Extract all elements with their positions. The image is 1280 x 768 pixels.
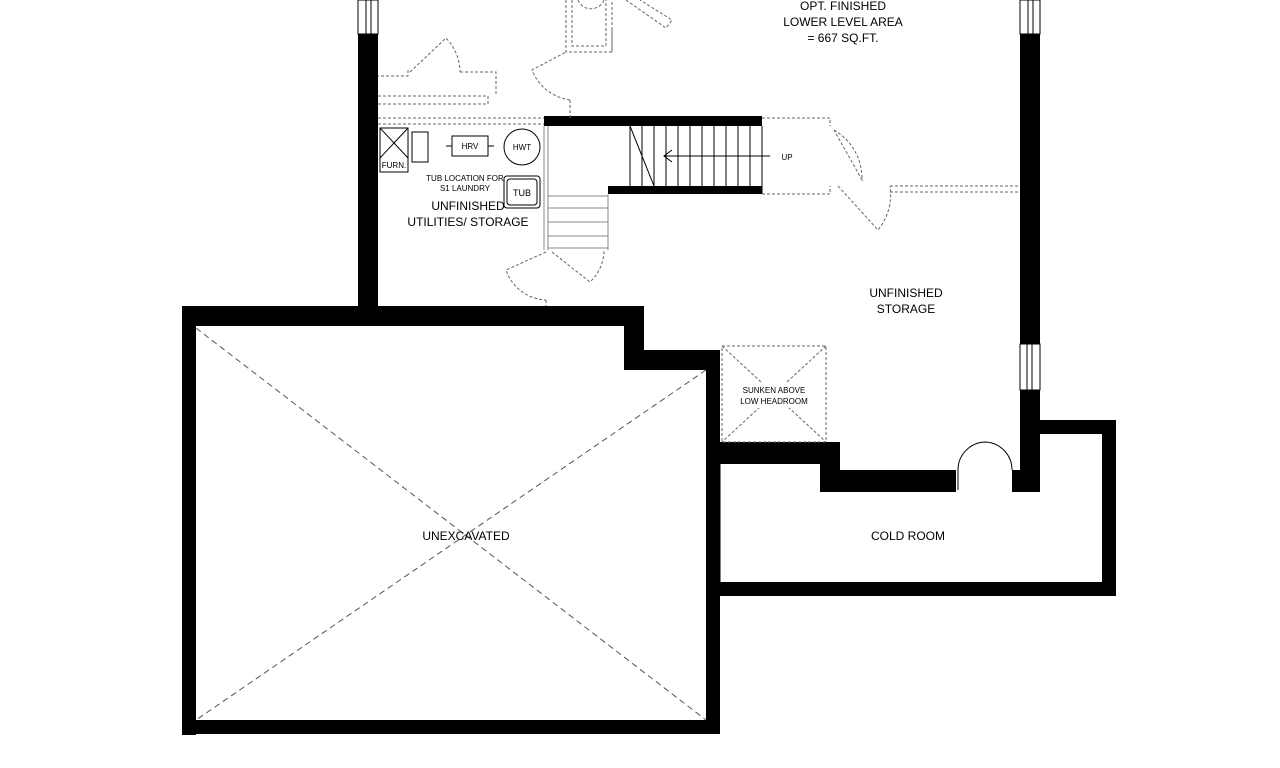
- windows: [357, 0, 1041, 391]
- unexcavated-label: UNEXCAVATED: [422, 529, 510, 543]
- sunken-line-1: SUNKEN ABOVE: [743, 386, 806, 395]
- wall-cold-room-top-right: [1012, 470, 1040, 492]
- storage-line-2: STORAGE: [877, 302, 935, 316]
- storage-line-1: UNFINISHED: [869, 286, 943, 300]
- wall-unexcavated-left: [182, 315, 196, 735]
- window-top-right: [1019, 0, 1041, 35]
- unexcavated-diagonals: [195, 327, 707, 721]
- stair-up-label: UP: [781, 153, 792, 162]
- stair-wall-bottom: [608, 186, 762, 194]
- wall-unexcavated-bottom: [182, 720, 720, 734]
- wall-right-upper: [1020, 34, 1040, 344]
- cold-room-label: COLD ROOM: [871, 529, 945, 543]
- wall-cold-room-top: [1040, 420, 1116, 434]
- wall-step-horizontal: [624, 350, 720, 370]
- mechanical-fixtures: [379, 127, 541, 209]
- hrv-label: HRV: [462, 142, 479, 151]
- sunken-line-2: LOW HEADROOM: [740, 397, 808, 406]
- wall-below-sunken: [720, 442, 840, 464]
- window-top-left: [357, 0, 379, 35]
- wall-cold-room-bottom: [720, 582, 1116, 596]
- furnace-label: FURN.: [382, 161, 406, 170]
- wall-left-upper: [358, 34, 378, 319]
- exterior-walls: [182, 34, 1116, 735]
- finished-area-line-2: LOWER LEVEL AREA: [783, 15, 903, 29]
- finished-area-line-3: = 667 SQ.FT.: [807, 31, 878, 45]
- wall-top-unexcavated: [182, 306, 644, 326]
- utilities-line-1: UNFINISHED: [431, 199, 505, 213]
- furnace: [379, 127, 409, 173]
- wall-cold-room-right: [1102, 420, 1116, 596]
- hot-water-tank: [503, 128, 541, 166]
- tub-note-line-1: TUB LOCATION FOR: [426, 174, 504, 183]
- tub-label: TUB: [513, 188, 531, 198]
- window-right: [1019, 343, 1041, 391]
- wall-unexcavated-right: [706, 350, 720, 734]
- tub-note-line-2: S1 LAUNDRY: [440, 184, 491, 193]
- labels: OPT. FINISHED LOWER LEVEL AREA = 667 SQ.…: [382, 0, 945, 543]
- hwt-label: HWT: [513, 143, 531, 152]
- wall-right-lower: [1020, 390, 1040, 492]
- stair-wall-top: [544, 116, 762, 126]
- partitions: [378, 0, 1020, 490]
- wall-cold-room-top-left: [820, 470, 956, 492]
- utilities-line-2: UTILITIES/ STORAGE: [407, 215, 528, 229]
- staircase: [543, 116, 770, 250]
- sunken-area: [721, 345, 827, 443]
- laundry-tub: [503, 175, 541, 209]
- finished-area-line-1: OPT. FINISHED: [800, 0, 886, 13]
